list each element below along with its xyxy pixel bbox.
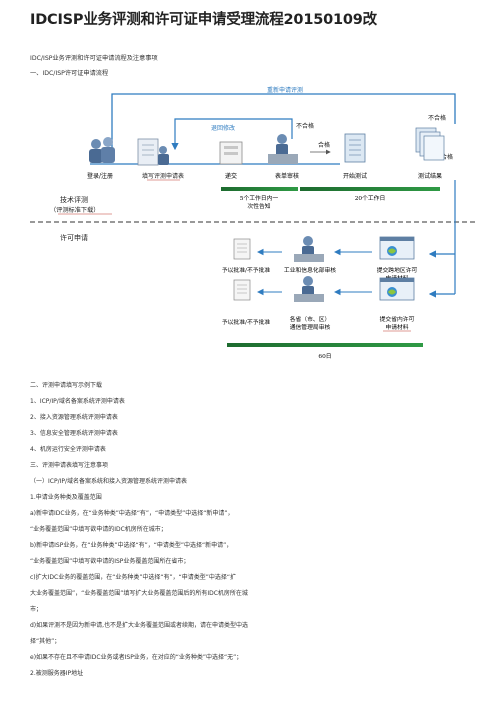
- fail-label-2: 不合格: [428, 114, 446, 122]
- test-document-icon: [344, 133, 366, 163]
- fail-label-1: 不合格: [296, 122, 314, 130]
- row2-submit-label: 提交省内许可: [380, 315, 415, 323]
- row2-materials-link[interactable]: 申请材料: [385, 323, 408, 331]
- paragraph-line: 市；: [30, 606, 43, 613]
- tech-eval-download-link[interactable]: （评测标准下载）: [50, 206, 100, 214]
- item-heading-2: 2.被测服务器IP地址: [30, 670, 84, 677]
- row1-miit-review-label: 工业和信息化部审核: [284, 266, 336, 274]
- paragraph-line: c)扩大IDC业务的覆盖范围，在“业务种类”中选择“有”，“申请类型”中选择“扩: [30, 574, 236, 581]
- row1-submit-label: 提交跨地区许可: [377, 266, 418, 274]
- subsection-heading: （一）ICP/IP/域名备案系统和接入资源管理系统评测申请表: [30, 478, 188, 485]
- paragraph-line: 择“其他”；: [30, 638, 61, 645]
- login-people-icon: [89, 137, 115, 163]
- step-login: 登录/注册: [87, 172, 113, 180]
- duration-1-line2: 次性告知: [247, 202, 270, 210]
- paragraph-line: 大业务覆盖范围”，“业务覆盖范围”填写扩大业务覆盖范围后的所有IDC机房所在城: [30, 590, 248, 597]
- application-form-icon: [137, 138, 169, 166]
- duration-1-line1: 5个工作日内一: [240, 194, 279, 202]
- tech-eval-label: 技术评测: [60, 195, 88, 204]
- paragraph-line: a)新申请IDC业务，在“业务种类”中选择“有”，“申请类型”中选择“新申请”，: [30, 510, 234, 517]
- miit-reviewer-icon: [294, 236, 324, 262]
- step-testing: 开始测试: [343, 172, 367, 180]
- document-title: IDCISP业务评测和许可证申请受理流程20150109改: [30, 12, 377, 28]
- row1-approve-label: 予以批准/不予批准: [222, 266, 271, 274]
- row2-province-label-1: 各省（市、区）: [290, 315, 331, 323]
- review-desk-icon: [268, 134, 298, 164]
- download-item-2[interactable]: 2、接入资源管理系统评测申请表: [30, 414, 118, 421]
- paragraph-line: e)如果不存在且不申请IDC业务或者ISP业务，在对应的“业务种类”中选择“无”…: [30, 654, 243, 661]
- row2-approve-label: 予以批准/不予批准: [222, 318, 271, 326]
- pass-label-2: 合格: [441, 153, 453, 161]
- reapply-label: 重新申请评测: [267, 86, 303, 94]
- step-review: 表单审核: [275, 172, 299, 180]
- paragraph-line: “业务覆盖范围”中填写欲申请的IDC机房所在城市；: [30, 526, 167, 533]
- test-results-icon: [415, 127, 445, 161]
- paragraph-line: d)如果评测不是因为新申请,也不是扩大业务覆盖范围或者续期，请在申请类型中选: [30, 622, 249, 629]
- duration-3: 60日: [318, 353, 331, 360]
- cross-region-window-icon: [379, 236, 415, 260]
- download-item-3[interactable]: 3、信息安全管理系统评测申请表: [30, 430, 118, 437]
- license-apply-label: 许可申请: [60, 233, 88, 242]
- paragraph-line: b)新申请ISP业务，在“业务种类”中选择“有”，“申请类型”中选择“新申请”，: [30, 542, 233, 549]
- step-fill-form: 填写评测申请表: [142, 172, 184, 180]
- paragraph-line: “业务覆盖范围”中填写欲申请的ISP业务覆盖范围所在省市；: [30, 558, 190, 565]
- duration-bar-2: [300, 187, 440, 191]
- submit-document-icon: [219, 141, 243, 165]
- document-subtitle: IDC/ISP业务评测和许可证申请流程及注意事项: [30, 55, 158, 62]
- reapply-loop-line: [111, 93, 456, 154]
- approval-doc-icon-1: [233, 238, 251, 260]
- duration-2: 20个工作日: [355, 194, 386, 202]
- pass-label-1: 合格: [318, 141, 330, 149]
- item-heading-1: 1.申请业务种类及覆盖范围: [30, 494, 102, 501]
- license-flow-diagram: 重新申请评测 退回修改 不合格 不合格 合格 合格: [30, 86, 475, 360]
- approval-doc-icon-2: [233, 279, 251, 301]
- duration-bar-3: [227, 343, 423, 347]
- step-results: 测试结果: [418, 172, 442, 180]
- row2-province-label-2: 通信管理局审核: [290, 323, 331, 331]
- province-reviewer-icon: [294, 276, 324, 302]
- duration-bar-1: [221, 187, 298, 191]
- download-item-4[interactable]: 4、机房运行安全评测申请表: [30, 446, 106, 453]
- in-province-window-icon: [379, 277, 415, 301]
- return-loop-line: [171, 118, 293, 151]
- return-label: 退回修改: [211, 124, 235, 132]
- step-submit: 递交: [225, 172, 237, 180]
- section-heading-1: 一、IDC/ISP许可证申请流程: [30, 70, 109, 77]
- section-heading-2: 二、评测申请填写示例下载: [30, 382, 103, 389]
- section-heading-3: 三、评测申请表填写注意事项: [30, 462, 109, 469]
- download-item-1[interactable]: 1、ICP/IP/域名备案系统评测申请表: [30, 398, 125, 405]
